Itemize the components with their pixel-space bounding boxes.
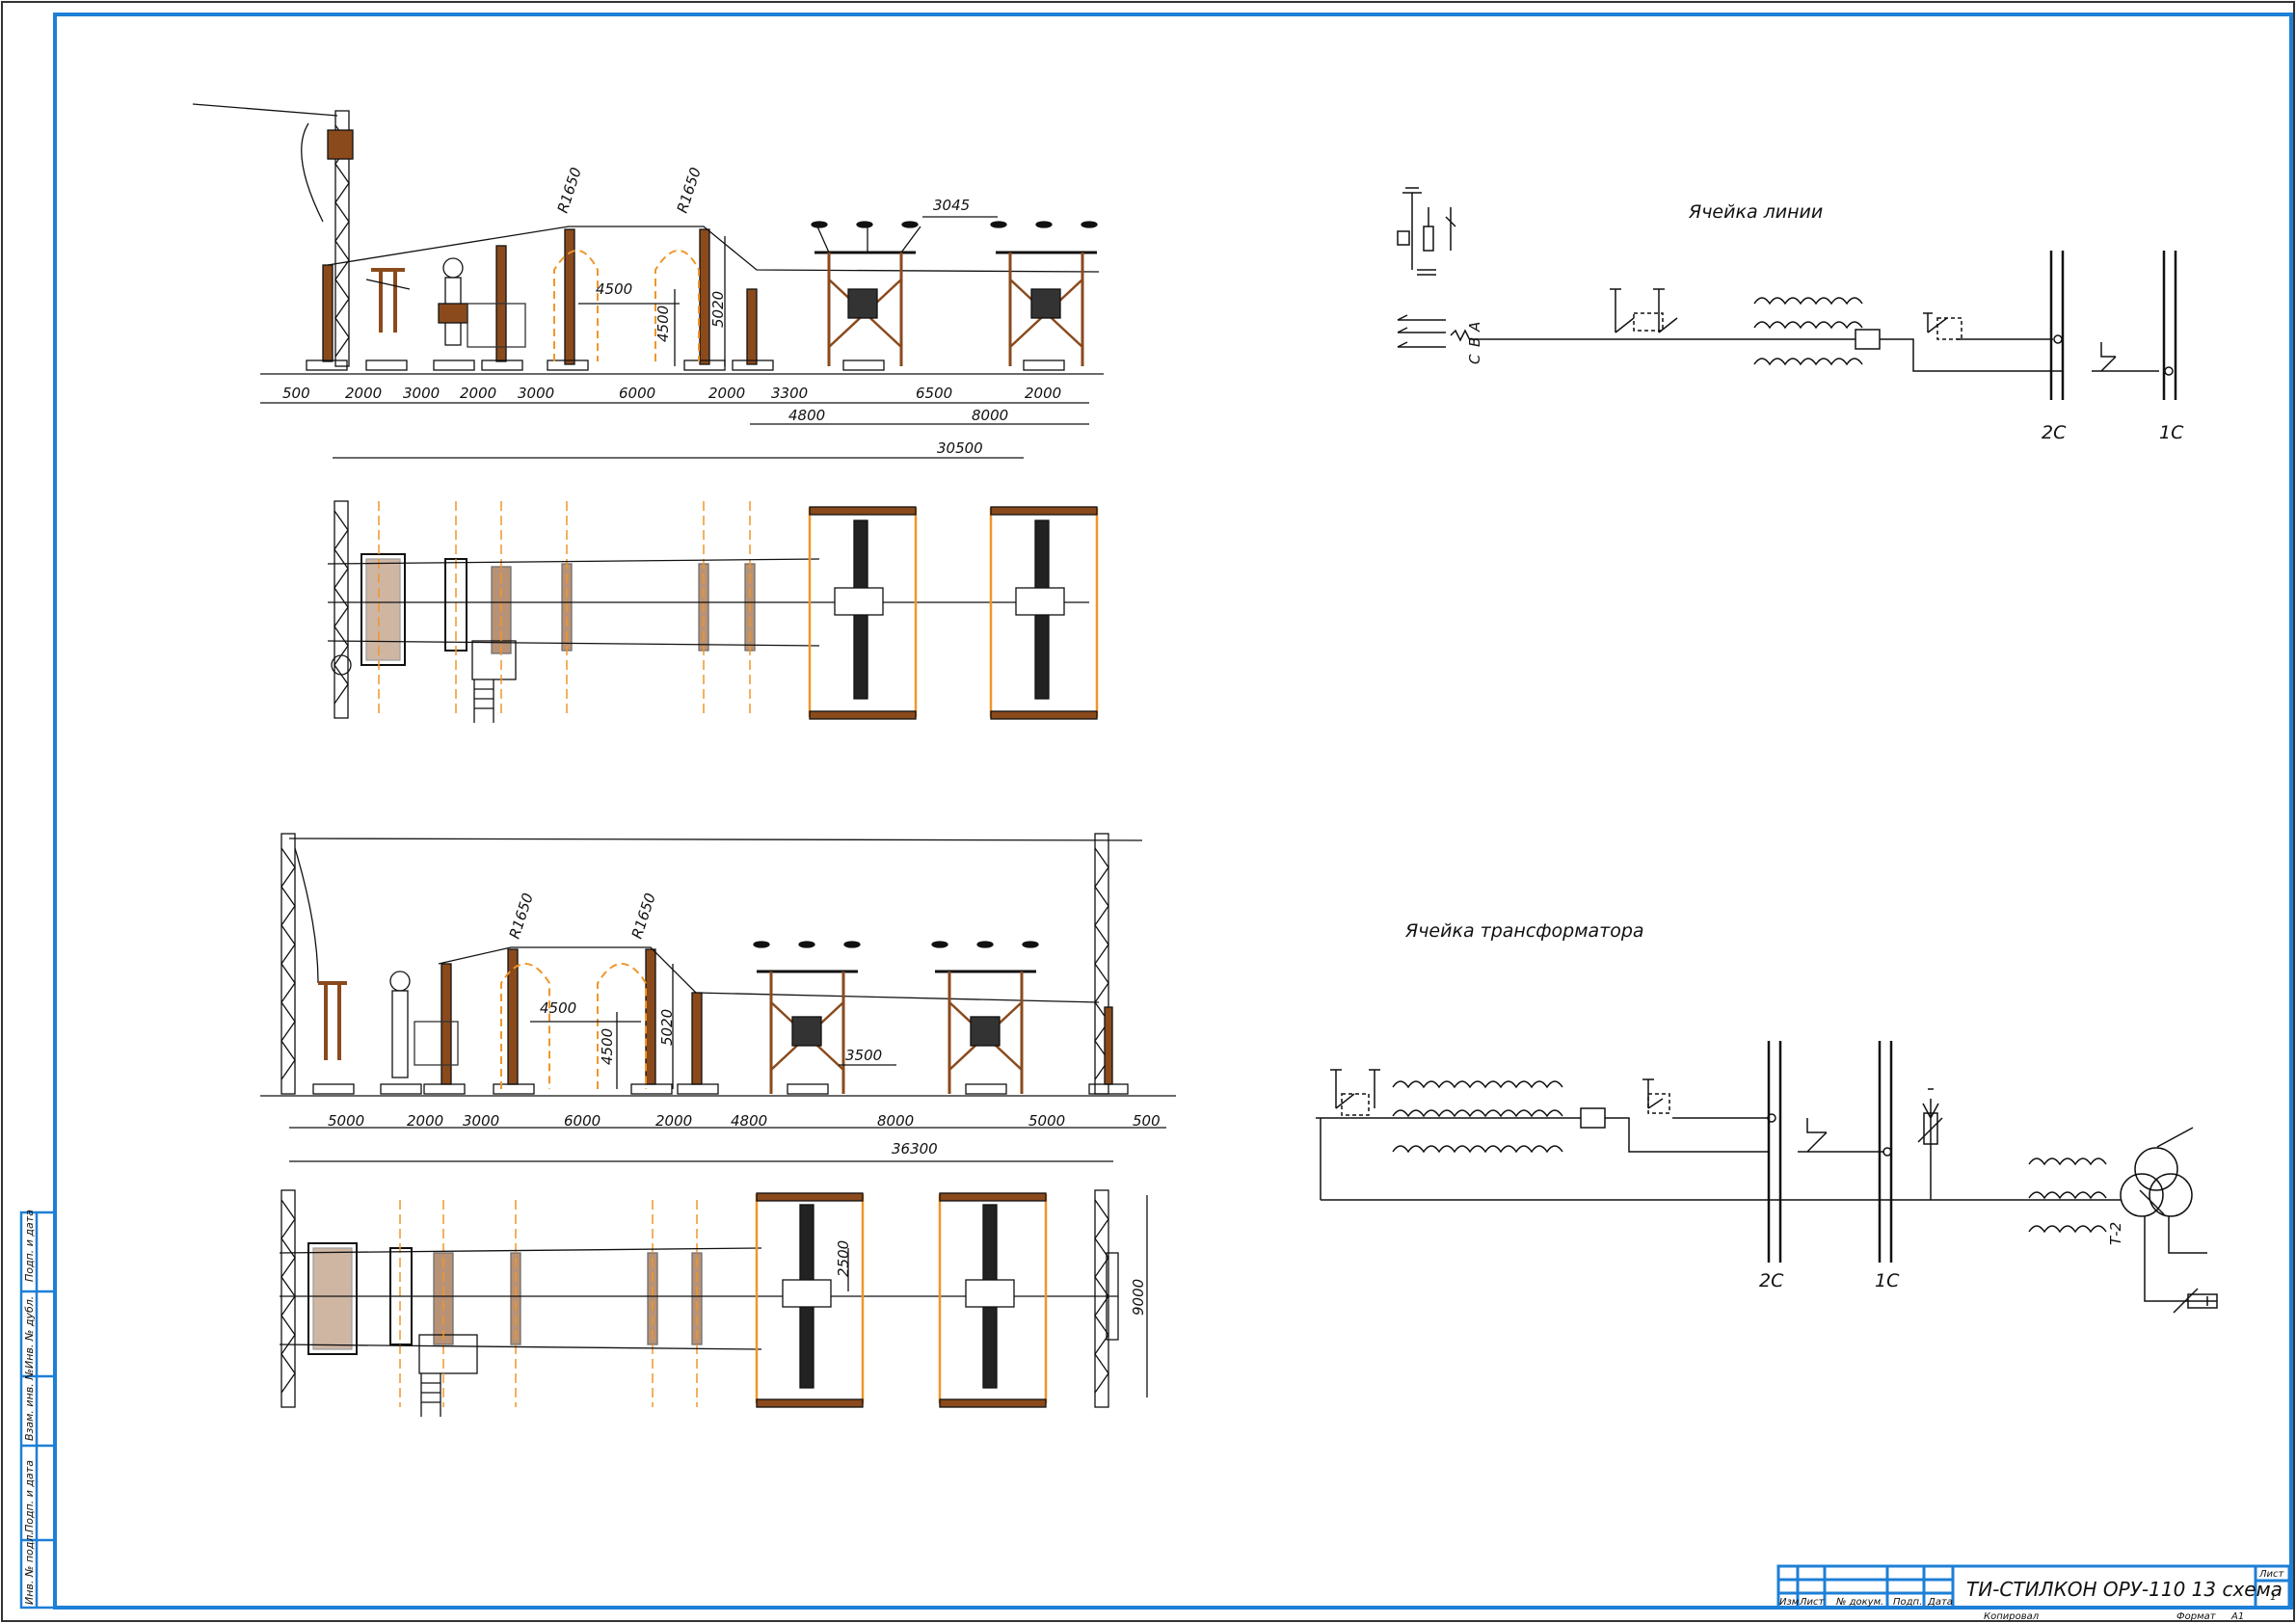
s2-dim: 8000 (877, 1112, 914, 1130)
s1-dim: 3000 (403, 385, 440, 402)
s2-dim: 500 (1133, 1112, 1161, 1130)
s1-radius-right: R1650 (674, 165, 705, 215)
phase-label-c: С (1466, 354, 1483, 364)
voltage-transformer-1 (467, 245, 526, 371)
section1-elevation (192, 103, 1104, 459)
s2-dim-plan-small: 2500 (835, 1240, 852, 1277)
line-bus-1c: 1С (2159, 422, 2184, 443)
section1-plan (327, 500, 1099, 723)
ct-coils-transformer (1392, 1080, 1563, 1154)
copied-label: Копировал (1984, 1611, 2040, 1622)
portal-tower-1 (327, 110, 354, 367)
ct-coils-transformer-2 (2028, 1157, 2107, 1234)
line-cell-schematic (1397, 187, 2177, 400)
phase-label-b: В (1466, 337, 1483, 347)
phase-label-a: А (1466, 322, 1483, 333)
s2-dim-inner-width: 4500 (540, 999, 576, 1017)
s2-dim: 6000 (564, 1112, 601, 1130)
sidebar-label-sign-date-1: Подп. и дата (23, 1210, 36, 1282)
transformer-cell-schematic (1316, 1041, 2218, 1314)
sidebar-label-dup-inv: Инв. № дубл. (23, 1296, 36, 1369)
s2-dim: 3000 (463, 1112, 499, 1130)
s1-dim-row2-b: 8000 (972, 407, 1008, 424)
s2-dim: 4800 (731, 1112, 767, 1130)
ct-coils-line (1753, 297, 1863, 366)
busbar-portal-1 (811, 221, 921, 371)
s2-dim-total: 36300 (892, 1140, 938, 1157)
s1-dim-portal-gap: 3045 (933, 197, 970, 214)
s1-dim-inner-width: 4500 (596, 280, 632, 298)
s2-dim: 2000 (407, 1112, 443, 1130)
s1-dim-post-height: 5020 (709, 291, 727, 328)
s1-dim-inner-height: 4500 (654, 306, 672, 342)
title-block (1776, 1564, 2291, 1610)
drawing-title: ТИ-СТИЛКОН ОРУ-110 13 схема (1966, 1578, 2283, 1601)
s2-dim-post-height: 5020 (658, 1009, 676, 1046)
s2-dim-plan-width: 9000 (1130, 1279, 1147, 1316)
s1-dim-total: 30500 (937, 439, 983, 457)
s2-radius-left: R1650 (506, 891, 537, 941)
s2-dim: 5000 (328, 1112, 364, 1130)
s2-dim-portal-offset: 3500 (845, 1047, 882, 1064)
format-label: Формат (2176, 1611, 2217, 1622)
s1-radius-left: R1650 (554, 165, 585, 215)
current-transformer-1 (433, 257, 475, 371)
s1-dim: 2000 (1025, 385, 1061, 402)
title-header-change: Изм (1779, 1597, 1800, 1608)
sidebar-stamp (19, 1211, 57, 1610)
post-insulator-4 (493, 948, 535, 1095)
title-header-sign: Подп. (1893, 1597, 1922, 1608)
post-insulator-6 (677, 992, 719, 1095)
sidebar-label-orig-inv: Инв. № подл. (23, 1531, 36, 1605)
drawing-frame (53, 13, 2293, 1610)
portal-tower-left (280, 833, 296, 1095)
sheet-number: 1 (2270, 1592, 2276, 1603)
transformer-bus-2c: 2С (1759, 1270, 1784, 1291)
s2-dim: 2000 (655, 1112, 692, 1130)
s2-row1-dimensions: 5000 2000 3000 6000 2000 4800 8000 5000 … (328, 1112, 1161, 1130)
voltage-transformer-2 (414, 963, 466, 1095)
sidebar-label-sign-date-2: Подп. и дата (23, 1460, 36, 1532)
s2-dim: 5000 (1028, 1112, 1065, 1130)
section2-elevation (260, 833, 1176, 1162)
title-header-date: Дата (1927, 1597, 1953, 1608)
transformer-label: Т-2 (2107, 1222, 2124, 1245)
s1-dim: 2000 (345, 385, 382, 402)
busbar-portal-2 (990, 221, 1098, 371)
format-value: A1 (2230, 1611, 2244, 1622)
busbar-portal-3 (753, 941, 861, 1095)
current-transformer-2 (380, 971, 422, 1095)
s1-dim: 6500 (916, 385, 952, 402)
transformer-cell-title: Ячейка трансформатора (1404, 920, 1644, 942)
power-transformer-t2 (2120, 1127, 2194, 1217)
transformer-bus-1c: 1С (1875, 1270, 1900, 1291)
surge-arrester-1 (306, 264, 348, 371)
section2-plan (279, 1189, 1148, 1417)
s2-dim-inner-height: 4500 (599, 1028, 616, 1065)
s1-dim: 3000 (518, 385, 554, 402)
disconnector-2 (312, 981, 355, 1095)
title-header-sheet: Лист (1799, 1597, 1826, 1608)
line-cell-title: Ячейка линии (1688, 201, 1823, 223)
s2-radius-right: R1650 (628, 891, 659, 941)
post-insulator-3 (732, 288, 774, 371)
line-bus-2c: 2С (2042, 422, 2067, 443)
s1-row1-dimensions: 500 2000 3000 2000 3000 6000 2000 3300 6… (282, 385, 1061, 402)
s1-dim: 3300 (771, 385, 808, 402)
sheet-label: Лист (2258, 1569, 2285, 1580)
s1-dim-row2-a: 4800 (788, 407, 825, 424)
s1-dim: 2000 (708, 385, 745, 402)
surge-arrester-2 (1088, 1006, 1129, 1095)
post-insulator-1 (547, 228, 589, 371)
s1-dim: 2000 (460, 385, 496, 402)
s1-dim: 500 (282, 385, 310, 402)
busbar-portal-4 (931, 941, 1039, 1095)
disconnector-1 (365, 268, 411, 371)
title-header-doc: № докум. (1835, 1597, 1883, 1608)
s1-dim: 6000 (619, 385, 655, 402)
sidebar-label-replace-inv: Взам. инв. № (23, 1369, 36, 1441)
